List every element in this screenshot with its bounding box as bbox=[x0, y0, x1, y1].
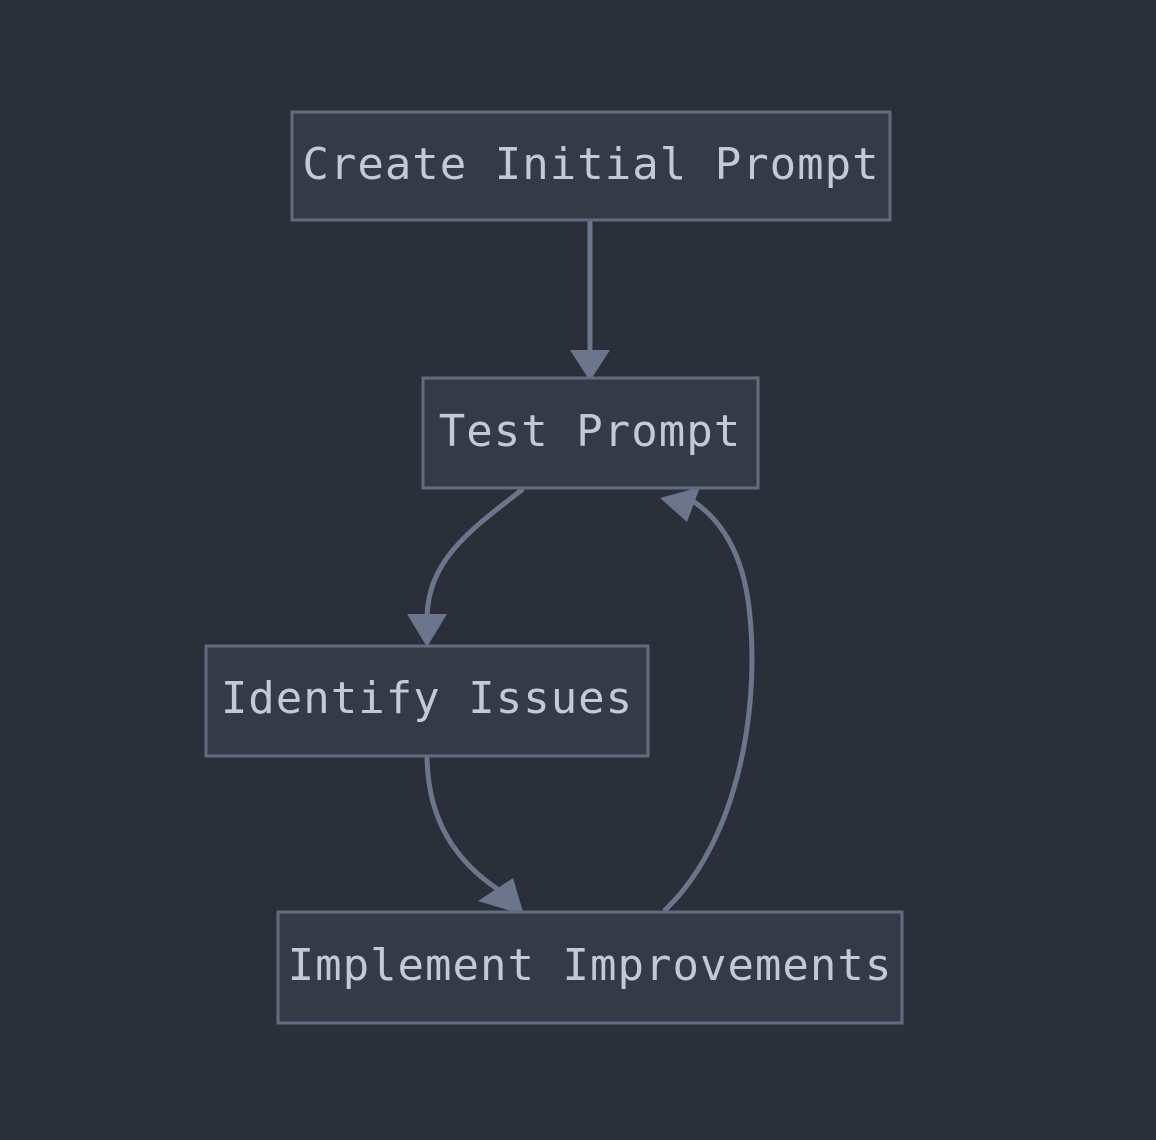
edge-implement-to-test bbox=[660, 487, 755, 913]
node-identify-issues-label: Identify Issues bbox=[221, 673, 633, 724]
node-create-initial-prompt-box[interactable] bbox=[290, 110, 892, 222]
edge-test-to-identify-arrowhead-icon bbox=[407, 614, 447, 647]
edge-identify-to-implement bbox=[424, 756, 524, 915]
node-create-initial-prompt[interactable]: Create Initial Prompt bbox=[290, 110, 892, 222]
edge-create-to-test-arrowhead-icon bbox=[570, 350, 610, 381]
node-implement-improvements-box[interactable] bbox=[276, 910, 904, 1025]
node-create-initial-prompt-label: Create Initial Prompt bbox=[302, 139, 879, 190]
edge-layer bbox=[407, 220, 755, 915]
edge-test-to-identify bbox=[407, 487, 525, 647]
edge-create-to-test bbox=[570, 220, 610, 381]
node-test-prompt-box[interactable] bbox=[421, 376, 760, 490]
node-test-prompt-label: Test Prompt bbox=[439, 406, 741, 457]
node-test-prompt[interactable]: Test Prompt bbox=[421, 376, 760, 490]
node-layer: Create Initial Prompt Test Prompt Identi… bbox=[204, 110, 904, 1025]
edge-identify-to-implement-line bbox=[424, 756, 504, 895]
node-identify-issues-box[interactable] bbox=[204, 644, 650, 758]
node-identify-issues[interactable]: Identify Issues bbox=[204, 644, 650, 758]
edge-test-to-identify-line bbox=[424, 487, 525, 619]
edge-implement-to-test-line bbox=[662, 493, 755, 913]
node-implement-improvements[interactable]: Implement Improvements bbox=[276, 910, 904, 1025]
node-implement-improvements-label: Implement Improvements bbox=[288, 940, 893, 991]
edge-implement-to-test-arrowhead-icon bbox=[660, 487, 700, 522]
edge-identify-to-implement-arrowhead-icon bbox=[478, 878, 524, 915]
